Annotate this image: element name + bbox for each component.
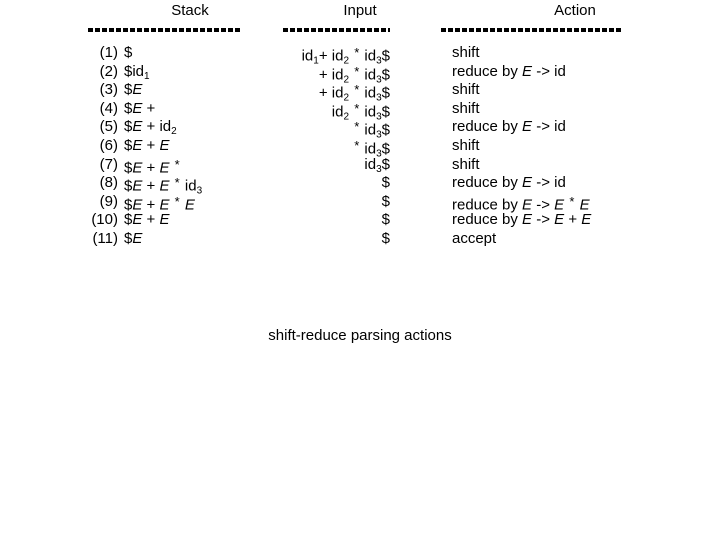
row-step-number: (2) — [99, 62, 118, 80]
cell-input: id2 * id3$ — [331, 100, 390, 123]
cell-input: id3$ — [364, 155, 390, 175]
table-row: (9) $E + E * E $ reduce by E -> E * E — [0, 192, 720, 214]
row-step-number: (3) — [99, 81, 118, 99]
table-row: (7) $E + E * id3$ shift — [0, 155, 720, 177]
column-header-input: Input — [343, 2, 377, 19]
cell-stack: $id1 — [124, 62, 150, 82]
column-header-action: Action — [554, 2, 596, 19]
cell-input: $ — [381, 229, 390, 247]
cell-stack: $E + E — [124, 136, 170, 154]
table-row: (5) $E + id2 * id3$ reduce by E -> id — [0, 118, 720, 140]
cell-action: reduce by E -> id — [452, 174, 566, 192]
table-row: (10) $E + E $ reduce by E -> E + E — [0, 211, 720, 230]
cell-stack: $E + E * E — [124, 193, 195, 214]
cell-input: $ — [381, 211, 390, 229]
cell-stack: $E — [124, 229, 143, 247]
table-row: (4) $E + id2 * id3$ shift — [0, 99, 720, 122]
parse-trace-table: (1)$id1+ id2 * id3$shift(2)$id1+ id2 * i… — [0, 44, 720, 249]
table-row: (1) $ id1+ id2 * id3$ shift — [0, 44, 720, 66]
cell-input: + id2 * id3$ — [318, 63, 390, 86]
cell-action: reduce by E -> id — [452, 62, 566, 80]
cell-stack: $E — [124, 81, 143, 99]
cell-stack: $ — [124, 44, 133, 61]
table-row: (11) $E $ accept — [0, 230, 720, 249]
cell-action: shift — [452, 44, 480, 61]
cell-action: reduce by E -> E + E — [452, 211, 592, 229]
header-rule-input — [283, 28, 390, 32]
row-step-number: (11) — [92, 229, 118, 247]
row-step-number: (8) — [99, 174, 118, 192]
row-step-number: (7) — [99, 155, 118, 173]
table-row: (6) $E + E * id3$ shift — [0, 136, 720, 159]
row-step-number: (5) — [99, 118, 118, 136]
cell-input: * id3$ — [354, 137, 390, 160]
cell-stack: $E + id2 — [124, 118, 177, 138]
cell-action: reduce by E -> id — [452, 118, 566, 136]
cell-stack: $E + E * — [124, 156, 180, 177]
table-row: (2) $id1 + id2 * id3$ reduce by E -> id — [0, 62, 720, 85]
cell-action: shift — [452, 81, 480, 99]
cell-stack: $E + — [124, 99, 156, 117]
header-rule-action — [441, 28, 621, 32]
cell-action: reduce by E -> E * E — [452, 193, 590, 214]
cell-input: $ — [381, 174, 390, 192]
cell-input: $ — [381, 192, 390, 210]
cell-input: id1+ id2 * id3$ — [301, 45, 390, 67]
cell-stack: $E + E — [124, 211, 170, 229]
cell-stack: $E + E * id3 — [124, 175, 203, 197]
table-row: (8) $E + E * id3 $ reduce by E -> id — [0, 174, 720, 196]
row-step-number: (10) — [91, 211, 118, 229]
row-step-number: (1) — [99, 44, 118, 61]
cell-action: shift — [452, 136, 480, 154]
cell-action: shift — [452, 155, 480, 173]
row-step-number: (6) — [99, 136, 118, 154]
header-rule-stack — [88, 28, 240, 32]
row-step-number: (4) — [99, 99, 118, 117]
cell-action: shift — [452, 99, 480, 117]
row-step-number: (9) — [99, 192, 118, 210]
table-row: (3) $E + id2 * id3$ shift — [0, 81, 720, 103]
cell-action: accept — [452, 229, 497, 247]
figure-caption: shift-reduce parsing actions — [268, 327, 452, 344]
cell-input: + id2 * id3$ — [318, 82, 390, 104]
column-header-stack: Stack — [171, 2, 209, 19]
cell-input: * id3$ — [354, 119, 390, 141]
